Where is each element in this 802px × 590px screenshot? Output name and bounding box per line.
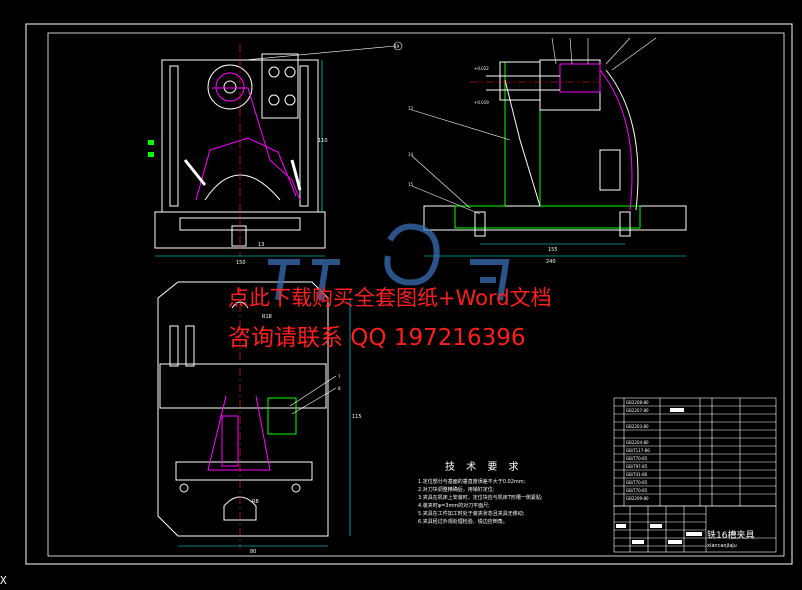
balloon-12: 12 xyxy=(408,106,414,111)
balloon-15: 15 xyxy=(408,182,414,187)
dim-front-bottom: 13 xyxy=(258,242,264,248)
dim-top-right-width: 240 xyxy=(546,259,556,265)
dim-side-tol2: +0.019 xyxy=(474,100,489,105)
technical-note: 3.夹具在机床上安装时，定位块应与机床T形槽一侧紧贴; xyxy=(418,495,543,501)
balloon-19 xyxy=(393,41,403,51)
balloon-19-label: 19 xyxy=(394,44,400,49)
leader-14 xyxy=(411,155,471,209)
drawing-sub-label: xiancaojiaju xyxy=(707,543,737,549)
leader-19 xyxy=(244,45,396,61)
marker-green-1 xyxy=(148,140,154,145)
dim-plan-height: 115 xyxy=(352,414,362,420)
dim-front-overall: 150 xyxy=(236,260,246,266)
part-code: GB/T97-85 xyxy=(626,464,648,469)
dim-plan-r2: R8 xyxy=(252,499,259,505)
dim-top-right-inner: 155 xyxy=(548,247,558,253)
technical-requirements-title: 技 术 要 求 xyxy=(445,462,523,473)
part-code: GB2204-80 xyxy=(626,440,649,445)
part-code: GB2203-80 xyxy=(626,424,649,429)
leader-top-5 xyxy=(611,37,657,71)
parts-highlight xyxy=(670,408,684,412)
leader-top-2 xyxy=(569,37,573,65)
title-block xyxy=(613,505,777,553)
side-view xyxy=(423,59,687,237)
leader-top-4 xyxy=(605,37,631,65)
front-view xyxy=(154,53,326,249)
balloon-8: 8 xyxy=(338,386,341,391)
technical-note: 4.装夹时φ=3mm的对刀平面尺; xyxy=(418,503,490,509)
leader-15 xyxy=(411,185,481,215)
parts-list xyxy=(613,397,777,507)
balloon-14: 14 xyxy=(408,152,414,157)
balloon-7: 7 xyxy=(338,374,341,379)
part-code: GB/T41-86 xyxy=(626,472,648,477)
marker-green-2 xyxy=(148,152,154,157)
title-block-fills xyxy=(616,524,702,544)
dim-side-tol1: +0.022 xyxy=(474,66,489,71)
sheet-border-inner xyxy=(47,32,785,557)
dim-plan-width: 80 xyxy=(250,549,256,555)
technical-note: 5.夹具在工件加工时处于装夹状态且夹具无移动; xyxy=(418,511,525,517)
watermark-logo xyxy=(268,223,510,301)
watermark-contact-line: 咨询请联系 QQ 197216396 xyxy=(228,325,526,351)
leader-8 xyxy=(291,387,337,415)
part-code: GB2208-80 xyxy=(626,400,649,405)
sheet-border-outer xyxy=(25,23,793,565)
drawing-name: 铣16槽夹具 xyxy=(707,531,755,541)
part-code: GB/T70-85 xyxy=(626,480,648,485)
part-code: GB/T70-85 xyxy=(626,456,648,461)
technical-note: 6.夹具经过外观处理检验、锐边应倒角。 xyxy=(418,519,508,525)
leader-7 xyxy=(289,375,337,407)
part-code: GB/T117-86 xyxy=(626,448,650,453)
watermark-download-line: 点此下载购买全套图纸+Word文档 xyxy=(228,286,552,310)
leader-12 xyxy=(411,109,511,141)
part-code: GB2207-80 xyxy=(626,408,649,413)
parts-list-codes: GB2208-80 GB2207-80 GB2203-80 GB2204-80 … xyxy=(626,400,650,501)
technical-note: 2.对刀块调整精确后，用销钉定位; xyxy=(418,487,495,493)
leader-top-1 xyxy=(551,37,557,65)
part-code: GB/T70-85 xyxy=(626,488,648,493)
dim-plan-r1: R18 xyxy=(262,314,272,320)
coordinate-indicator: X xyxy=(0,574,7,587)
technical-note: 1.定位部分与基面的垂直度误差不大于0.02mm; xyxy=(418,479,526,485)
plan-view xyxy=(157,281,329,537)
part-code: GB2209-80 xyxy=(626,496,649,501)
dim-front-height: 110 xyxy=(318,138,328,144)
